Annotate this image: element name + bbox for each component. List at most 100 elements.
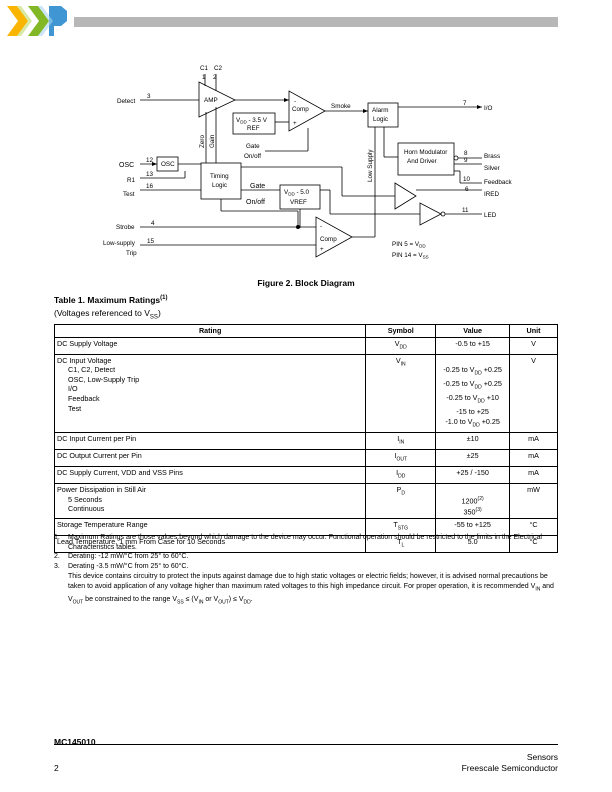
label-comp1-minus: - (294, 98, 296, 105)
label-horn2: And Driver (407, 158, 437, 165)
label-pin3: 3 (147, 93, 151, 100)
label-pin1: 1 (202, 74, 206, 81)
table-row: Lead Temperature, 1 mm From Case for 10 … (53, 534, 558, 553)
cell-symbol: IIN (365, 431, 437, 450)
label-lowsupply: Low-supply (103, 240, 136, 247)
comp2-triangle (315, 216, 353, 258)
label-led: LED (484, 212, 497, 219)
label-gate2: Gate (250, 183, 265, 190)
block-diagram: C1 C2 1 2 Detect 3 AMP Zero Gain Comp - … (103, 65, 513, 260)
label-low-supply: Low Supply (367, 149, 374, 182)
cell-rating: DC Output Current per Pin (53, 448, 367, 468)
cell-symbol: IDD (365, 465, 437, 485)
label-alarm2: Logic (373, 116, 388, 123)
led-inverter (419, 202, 442, 226)
label-timing1: Timing (210, 173, 229, 180)
label-brass: Brass (484, 153, 500, 160)
label-test: Test (123, 191, 135, 198)
note-3: 3.Derating -3.5 mW/°C from 25° to 60°C. (54, 563, 189, 571)
label-pin5: PIN 5 = VDD (392, 241, 426, 249)
label-strobe: Strobe (116, 224, 135, 231)
label-comp1: Comp (292, 106, 309, 113)
figure-caption: Figure 2. Block Diagram (257, 278, 355, 288)
footer-rule (54, 744, 558, 745)
protection-paragraph: This device contains circuitry to protec… (68, 572, 554, 605)
nxp-logo (7, 6, 71, 36)
label-pin11: 11 (462, 207, 469, 214)
footer-company: Freescale Semiconductor (461, 763, 558, 773)
label-comp1-plus: + (293, 120, 297, 127)
label-r1: R1 (127, 177, 136, 184)
page-number: 2 (54, 763, 59, 773)
label-osc: OSC (119, 162, 134, 169)
label-pin6: 6 (465, 186, 469, 193)
cell-unit: V (509, 336, 558, 355)
cell-value: +25 / -150 (435, 465, 511, 485)
label-pin4: 4 (151, 220, 155, 227)
label-c1: C1 (200, 65, 209, 72)
cell-rating: DC Input Current per Pin (53, 431, 367, 450)
label-osc-box: OSC (161, 161, 175, 168)
label-comp2-minus: - (320, 223, 322, 230)
cell-symbol: IOUT (365, 448, 437, 468)
cell-rating: DC Input Voltage C1, C2, Detect OSC, Low… (53, 353, 367, 433)
label-ired: IRED (484, 191, 499, 198)
col-value: Value (435, 324, 511, 338)
table-row: DC Supply Current, VDD and VSS Pins IDD … (53, 465, 558, 485)
label-trip: Trip (126, 250, 137, 257)
col-unit: Unit (509, 324, 558, 338)
comp1-triangle (288, 90, 326, 132)
cell-value: -0.5 to +15 (435, 336, 511, 355)
label-io: I/O (484, 105, 492, 112)
table-header-row: Rating Symbol Value Unit (53, 324, 558, 338)
cell-unit: mA (509, 431, 558, 450)
label-smoke: Smoke (331, 103, 351, 110)
label-ref: REF (247, 125, 260, 132)
table-row: Power Dissipation in Still Air 5 Seconds… (53, 483, 558, 519)
table-row: DC Input Current per Pin IIN ±10 mA (53, 431, 558, 450)
label-onoff2: On/off (246, 199, 265, 206)
label-pin10: 10 (463, 176, 471, 183)
table-row: DC Input Voltage C1, C2, Detect OSC, Low… (53, 353, 558, 433)
label-vref: VREF (290, 199, 307, 206)
cell-value: -0.25 to VDD +0.25 -0.25 to VDD +0.25 -0… (435, 353, 511, 433)
amp-triangle (198, 81, 236, 118)
cell-rating: Power Dissipation in Still Air 5 Seconds… (53, 483, 367, 519)
label-timing2: Logic (212, 182, 227, 189)
note-2: 2.Derating: -12 mW/°C from 25° to 60°C. (54, 553, 189, 561)
label-pin8: 8 (464, 150, 468, 157)
table-subtitle: (Voltages referenced to VSS) (54, 308, 161, 321)
note-1: 1.Maximum Ratings are those values beyon… (54, 534, 542, 551)
ired-buffer (394, 182, 417, 210)
part-number: MC145010 (54, 737, 96, 747)
label-pin9: 9 (464, 157, 468, 164)
col-rating: Rating (53, 324, 367, 338)
label-pin12: 12 (146, 157, 154, 164)
label-pin2: 2 (213, 74, 217, 81)
ratings-table: Rating Symbol Value Unit DC Supply Volta… (53, 324, 558, 553)
col-symbol: Symbol (365, 324, 437, 338)
label-gate1: Gate (246, 143, 260, 150)
label-comp2-plus: + (320, 246, 324, 253)
label-pin13: 13 (146, 171, 154, 178)
table-row: DC Supply Voltage VDD -0.5 to +15 V (53, 336, 558, 355)
cell-unit: mW (509, 483, 558, 519)
cell-value: ±25 (435, 448, 511, 468)
label-pin14: PIN 14 = VSS (392, 252, 429, 260)
cell-symbol: TL (365, 534, 437, 553)
cell-unit: mA (509, 465, 558, 485)
label-horn1: Horn Modulator (404, 149, 447, 156)
table-title: Table 1. Maximum Ratings(1) (54, 295, 168, 305)
label-pin16: 16 (146, 183, 154, 190)
label-amp: AMP (204, 97, 218, 104)
label-ref-vdd: VDD - 3.5 V (236, 117, 268, 125)
cell-unit: mA (509, 448, 558, 468)
label-pin15: 15 (147, 238, 155, 245)
table-row: DC Output Current per Pin IOUT ±25 mA (53, 448, 558, 468)
footer-category: Sensors (526, 752, 558, 762)
label-gain: Gain (209, 134, 216, 148)
cell-rating: Lead Temperature, 1 mm From Case for 10 … (53, 534, 367, 553)
label-detect: Detect (117, 98, 135, 105)
label-alarm1: Alarm (372, 107, 388, 114)
label-comp2: Comp (320, 236, 337, 243)
